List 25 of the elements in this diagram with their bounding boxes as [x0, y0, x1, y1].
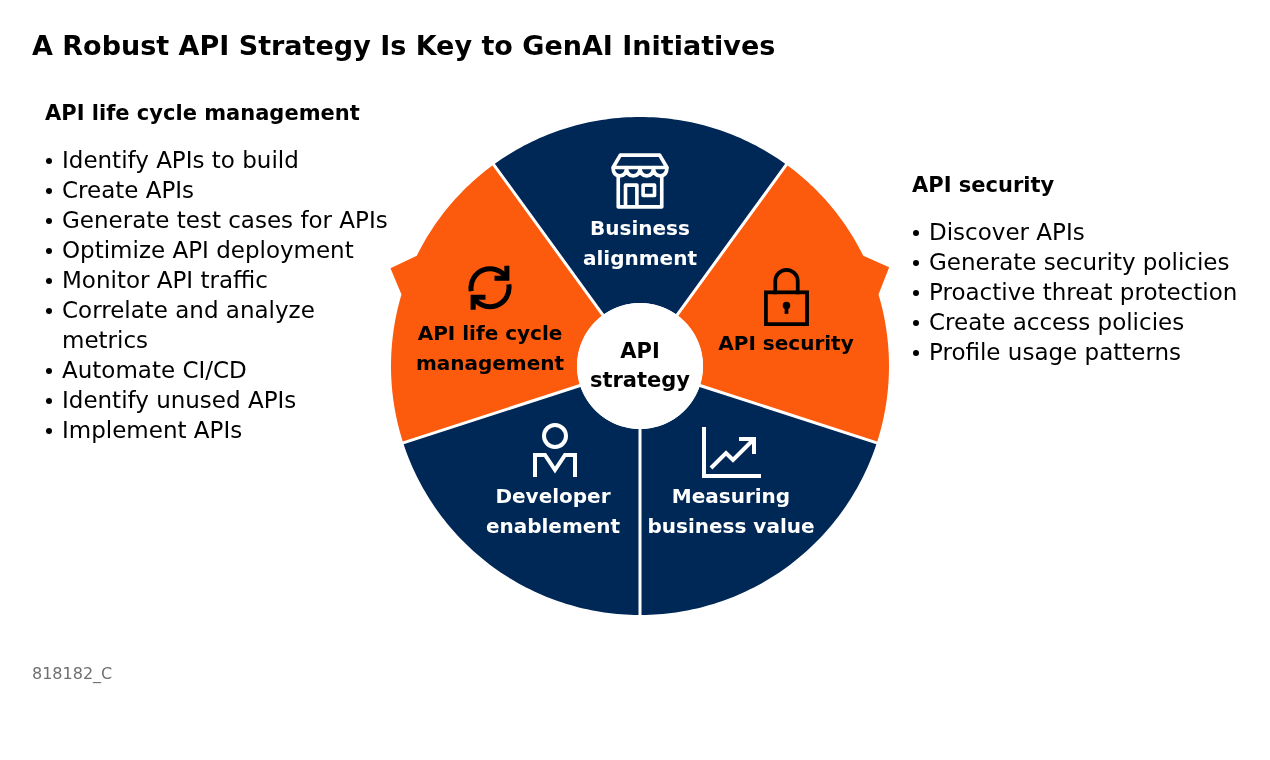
bullet-item: Generate test cases for APIs — [45, 205, 389, 235]
segment-label: API life cycle management — [415, 320, 565, 377]
bullet-item: Discover APIs — [912, 217, 1086, 247]
bullet-item: Create APIs — [45, 175, 196, 205]
bullet-item: Generate security policies — [912, 247, 1231, 277]
bullet-item: Profile usage patterns — [912, 337, 1183, 367]
bullet-item: Proactive threat protection — [912, 277, 1239, 307]
segment-label: Developer enablement — [485, 483, 621, 540]
section-heading: API life cycle management — [45, 100, 360, 126]
segment-label: Measuring business value — [646, 483, 816, 540]
center-label: API strategy — [589, 338, 691, 394]
bullet-item: Identify APIs to build — [45, 145, 300, 175]
bullet-item: Correlate and analyze metrics — [45, 295, 316, 355]
bullet-item: Implement APIs — [45, 415, 244, 445]
wheel-segment — [494, 117, 786, 315]
bullet-item: Identify unused APIs — [45, 385, 298, 415]
segment-label: API security — [717, 330, 855, 357]
bullet-item: Automate CI/CD — [45, 355, 248, 385]
segment-label: Business alignment — [582, 215, 698, 272]
bullet-item: Optimize API deployment — [45, 235, 355, 265]
bullet-item: Create access policies — [912, 307, 1186, 337]
bullet-item: Monitor API traffic — [45, 265, 269, 295]
figure-id: 818182_C — [32, 664, 113, 684]
diagram-title: A Robust API Strategy Is Key to GenAI Initiatives — [32, 29, 776, 63]
section-heading: API security — [912, 172, 1055, 198]
